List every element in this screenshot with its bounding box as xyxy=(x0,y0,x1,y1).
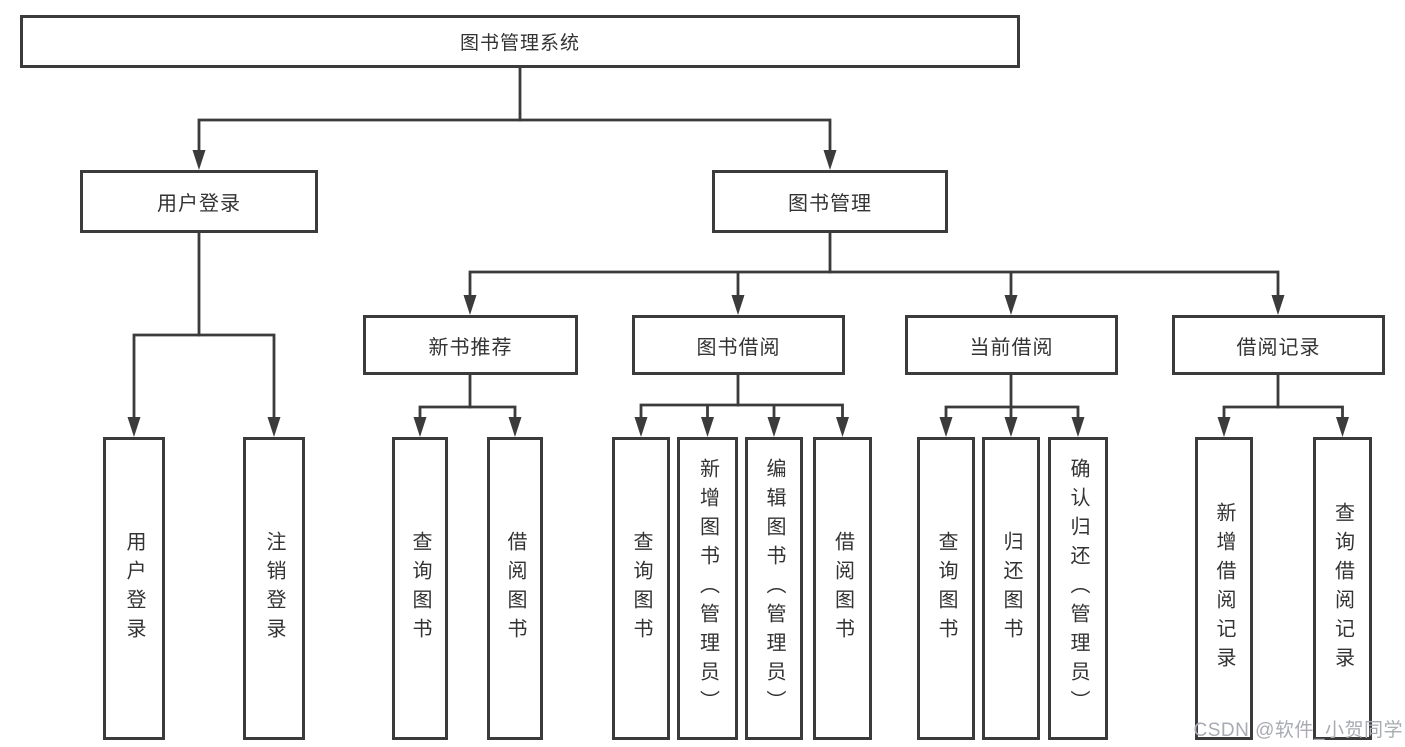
arrowhead-icon xyxy=(1336,417,1349,437)
leaf-query-books: 查询图书 xyxy=(392,437,448,740)
leaf-query-books: 查询图书 xyxy=(917,437,975,740)
connector-record-to-leaves xyxy=(1217,375,1349,437)
leaf-add-books-admin: 新增图书（管理员） xyxy=(677,437,738,740)
arrowhead-icon xyxy=(767,417,781,437)
node-user-login: 用户登录 xyxy=(80,170,318,233)
leaf-query-books: 查询图书 xyxy=(612,437,670,740)
node-label: 当前借阅 xyxy=(969,336,1054,359)
connector-userlogin-to-leaves xyxy=(127,233,281,437)
node-label: 新增借阅记录 xyxy=(1213,501,1235,676)
arrowhead-icon xyxy=(192,150,206,170)
connector-newrec-to-leaves xyxy=(413,375,522,437)
arrowhead-icon xyxy=(267,417,281,437)
arrowhead-icon xyxy=(508,417,522,437)
node-label: 归还图书 xyxy=(1000,530,1022,647)
connector-current-to-leaves xyxy=(939,375,1085,437)
arrowhead-icon xyxy=(634,417,648,437)
watermark: CSDN @软件_小贺同学 xyxy=(1193,720,1403,741)
node-current-borrow: 当前借阅 xyxy=(905,315,1118,375)
arrowhead-icon xyxy=(701,417,714,437)
arrowhead-icon xyxy=(1271,295,1285,315)
node-borrow-records: 借阅记录 xyxy=(1172,315,1385,375)
node-book-borrow: 图书借阅 xyxy=(632,315,845,375)
arrowhead-icon xyxy=(1217,417,1231,437)
node-label: 编辑图书（管理员） xyxy=(763,458,785,719)
leaf-add-borrow-record: 新增借阅记录 xyxy=(1195,437,1253,740)
arrowhead-icon xyxy=(731,295,745,315)
node-label: 借阅记录 xyxy=(1236,336,1321,359)
arrowhead-icon xyxy=(939,417,953,437)
node-label: 借阅图书 xyxy=(831,530,854,647)
node-book-management: 图书管理 xyxy=(712,170,948,233)
leaf-logout: 注销登录 xyxy=(243,437,305,740)
arrowhead-icon xyxy=(823,150,837,170)
node-label: 查询图书 xyxy=(409,530,431,647)
node-label: 图书借阅 xyxy=(696,336,781,359)
arrowhead-icon xyxy=(1071,417,1085,437)
node-label: 注销登录 xyxy=(263,530,285,647)
leaf-user-login: 用户登录 xyxy=(103,437,165,740)
node-label: 查询借阅记录 xyxy=(1331,501,1354,676)
node-label: 新书推荐 xyxy=(428,336,513,359)
node-new-book-recommend: 新书推荐 xyxy=(363,315,578,375)
node-label: 查询图书 xyxy=(935,530,957,647)
leaf-confirm-return-admin: 确认归还（管理员） xyxy=(1048,437,1108,740)
arrowhead-icon xyxy=(1004,295,1018,315)
arrowhead-icon xyxy=(1004,417,1018,437)
leaf-edit-books-admin: 编辑图书（管理员） xyxy=(745,437,803,740)
node-label: 新增图书（管理员） xyxy=(696,458,719,719)
node-label: 图书管理 xyxy=(788,193,872,215)
node-library-management-system: 图书管理系统 xyxy=(20,15,1020,68)
connector-borrow-to-leaves xyxy=(634,375,849,437)
node-label: 图书管理系统 xyxy=(459,33,580,54)
arrowhead-icon xyxy=(413,417,427,437)
node-label: 用户登录 xyxy=(123,530,145,647)
leaf-borrow-books: 借阅图书 xyxy=(813,437,872,740)
leaf-borrow-books: 借阅图书 xyxy=(487,437,543,740)
node-label: 借阅图书 xyxy=(504,530,526,647)
arrowhead-icon xyxy=(127,417,141,437)
node-label: 查询图书 xyxy=(630,530,652,647)
leaf-return-books: 归还图书 xyxy=(982,437,1040,740)
node-label: 用户登录 xyxy=(157,193,241,215)
arrowhead-icon xyxy=(836,417,849,437)
connector-root-to-level2 xyxy=(192,68,837,170)
arrowhead-icon xyxy=(463,295,477,315)
node-label: 确认归还（管理员） xyxy=(1067,458,1089,719)
leaf-query-borrow-record: 查询借阅记录 xyxy=(1313,437,1372,740)
connector-bookmgmt-to-level3 xyxy=(463,233,1285,315)
